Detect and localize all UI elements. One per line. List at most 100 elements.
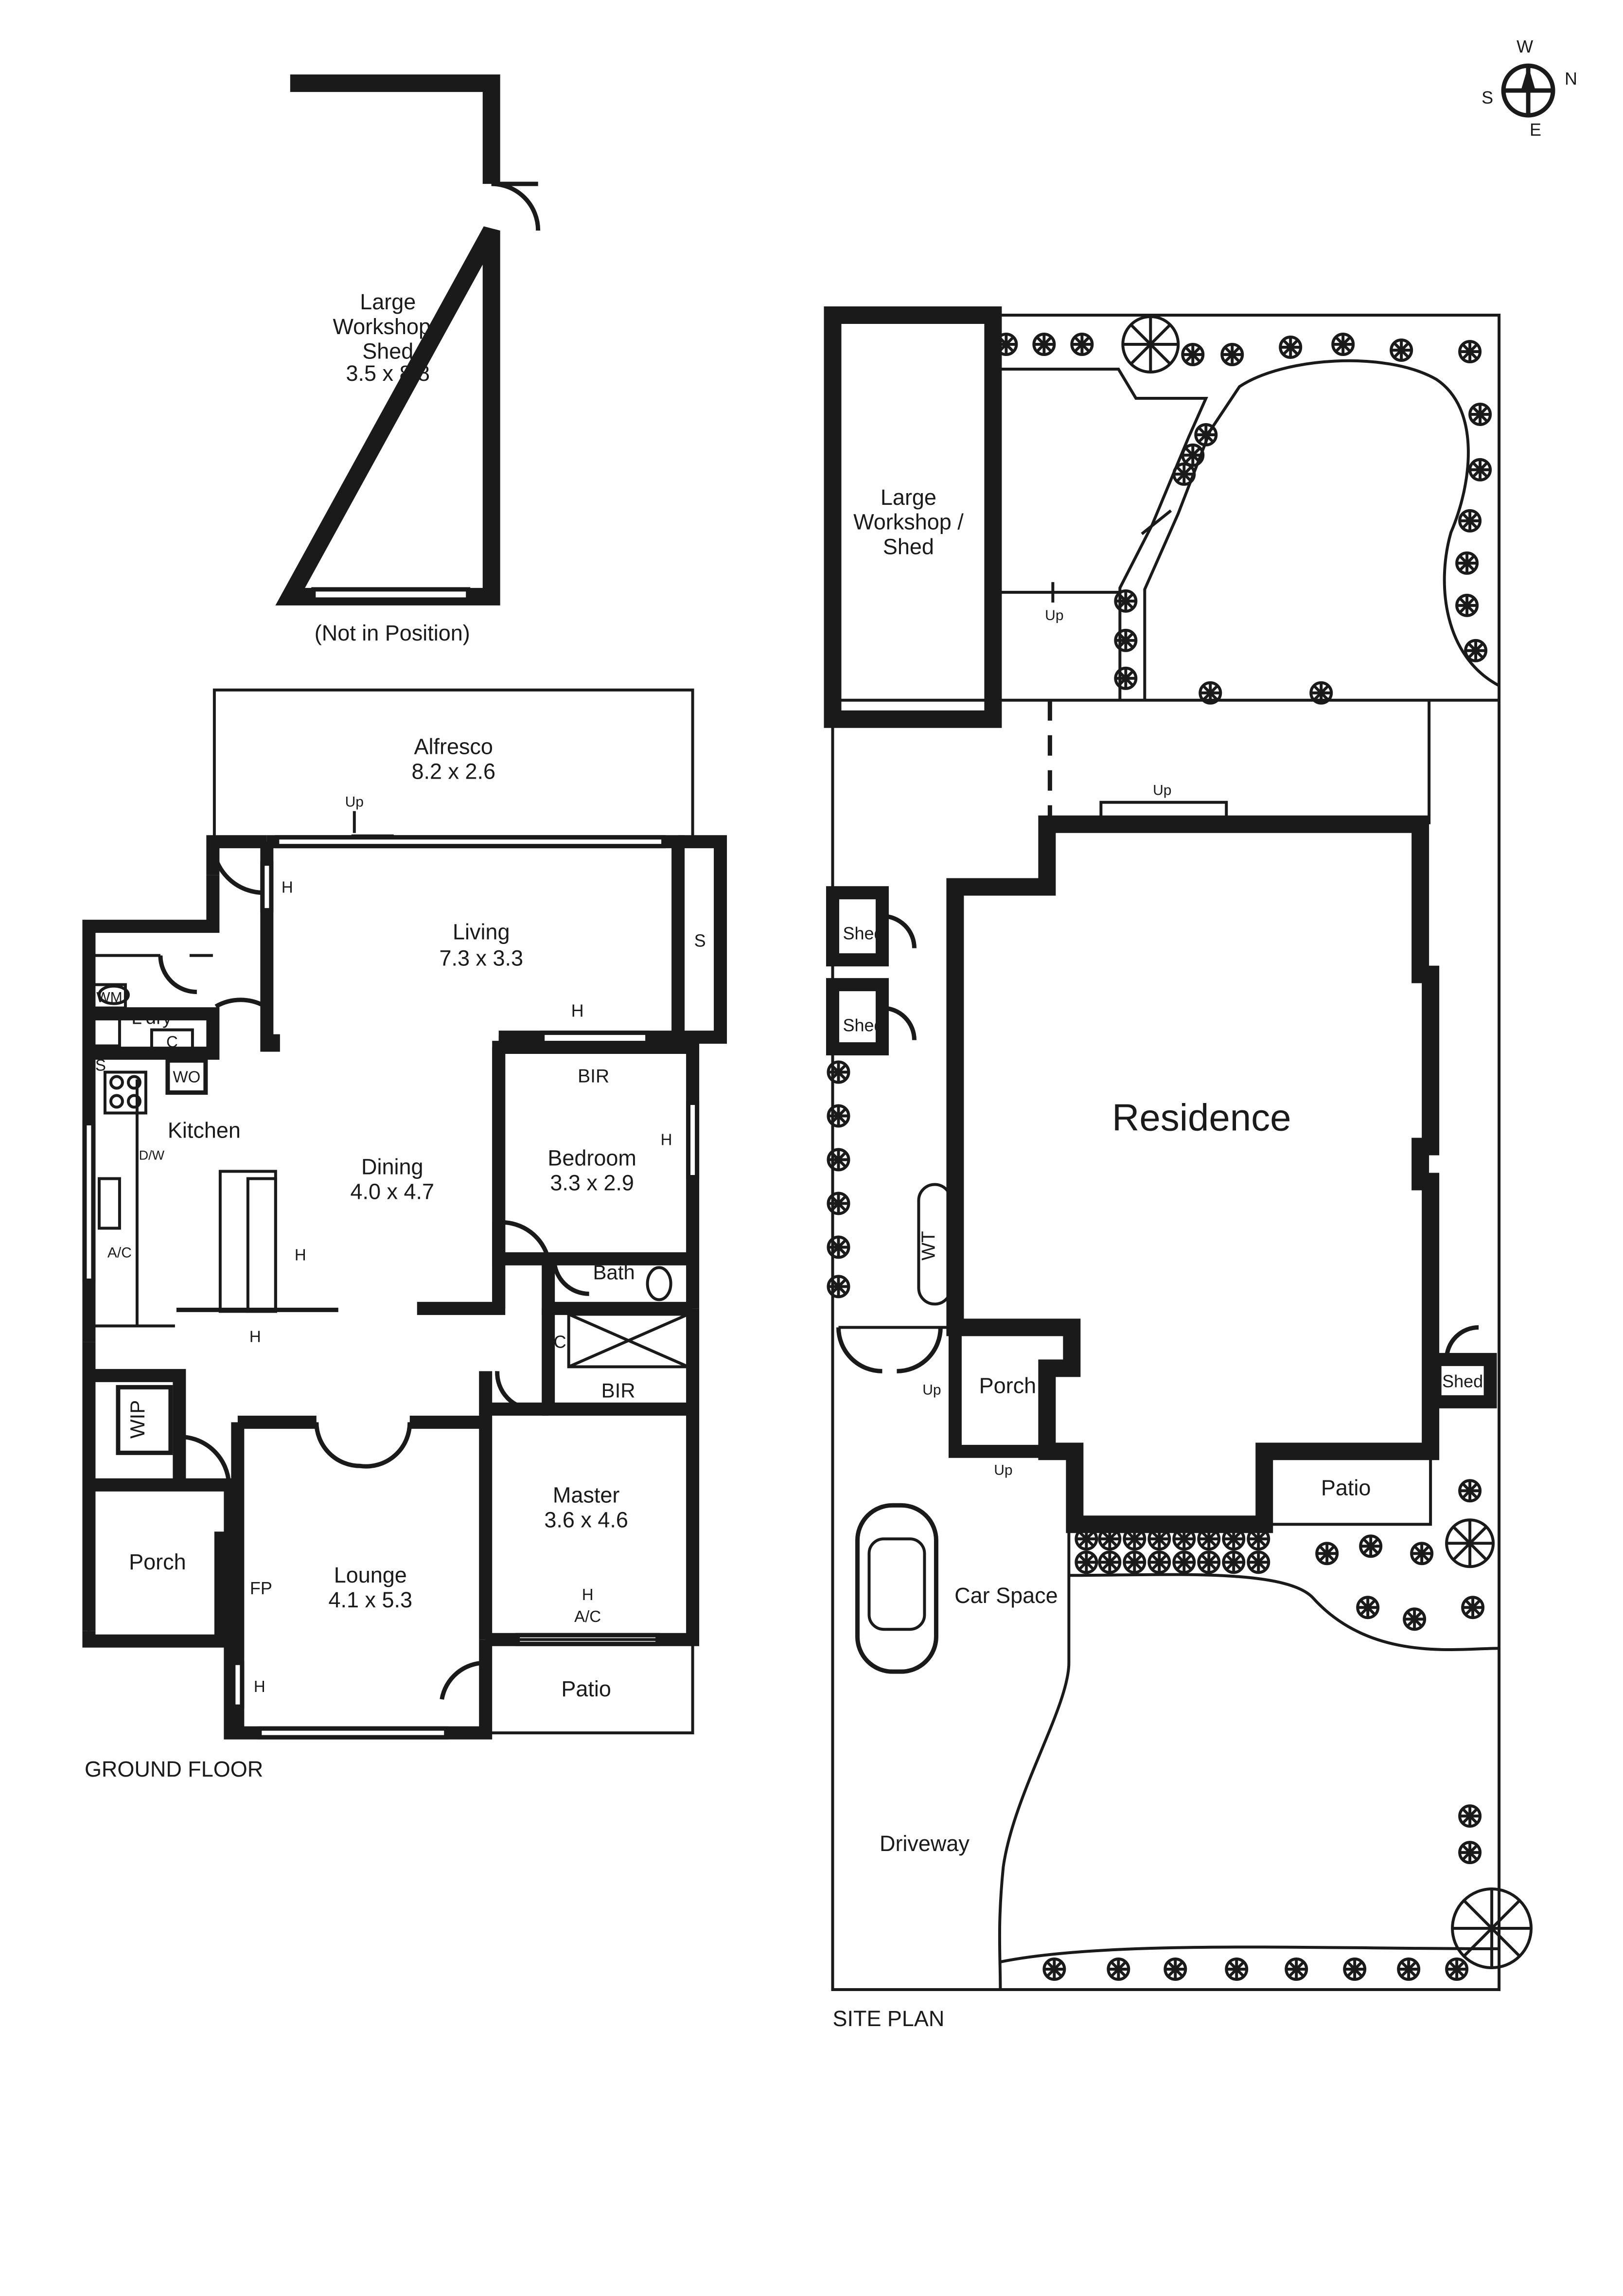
property-boundary: [831, 314, 1501, 1991]
shrub-icon: [1458, 1479, 1482, 1503]
compass-n: N: [1565, 69, 1577, 89]
shrub-icon: [827, 1104, 850, 1128]
bath-label: Bath: [593, 1261, 635, 1283]
shed-west-2: [826, 978, 889, 1056]
ground-floor-plan: Alfresco 8.2 x 2.6 Up Living 7.3 x 3.3 S…: [82, 688, 727, 1781]
shrub-icon: [1164, 1958, 1187, 1981]
shrub-icon: [1343, 1958, 1367, 1981]
shrub-icon: [1199, 681, 1222, 705]
dining-east-wall: [417, 1047, 506, 1315]
shed-east-label: Shed: [1442, 1371, 1483, 1391]
shrub-icon: [827, 1235, 850, 1259]
shrub-icon: [1455, 593, 1479, 617]
bir-master-wall: [542, 1308, 693, 1416]
laundry-c-label: C: [166, 1033, 178, 1051]
shed-east: [1428, 1353, 1497, 1408]
fp-label: FP: [250, 1578, 272, 1598]
tree-icon: [1445, 1518, 1495, 1568]
bath-c-label: C: [554, 1332, 566, 1352]
laundry-outer-wall: [82, 875, 220, 1342]
site-patio-label: Patio: [1321, 1475, 1371, 1500]
master-label: Master: [553, 1482, 619, 1507]
shrub-icon: [1197, 1550, 1221, 1574]
bedroom-wall-h: H: [661, 1131, 672, 1149]
dining-dims: 4.0 x 4.7: [351, 1179, 434, 1204]
water-tank-label: WT: [918, 1231, 939, 1261]
shrub-icon: [1390, 338, 1413, 362]
shrub-icon: [1197, 1527, 1221, 1551]
kitchen-h-label: H: [249, 1327, 261, 1345]
compass-w: W: [1517, 36, 1533, 56]
shrub-icon: [1458, 339, 1482, 363]
master-h-label: H: [582, 1585, 594, 1603]
site-patio: [1263, 1450, 1432, 1526]
patio-label: Patio: [561, 1676, 611, 1701]
shrub-icon: [1458, 1841, 1482, 1865]
residence-outline: [946, 815, 1440, 1533]
shrub-icon: [1147, 1527, 1171, 1551]
shed-detail-dims: 3.5 x 8.8: [346, 361, 430, 386]
wip-wall: [88, 1369, 186, 1485]
shrub-icon: [1114, 628, 1138, 652]
dining-label: Dining: [361, 1154, 423, 1179]
garden-bed-curve: [1143, 359, 1500, 700]
master-dims: 3.6 x 4.6: [544, 1507, 628, 1532]
kitchen-sink: [97, 1177, 121, 1230]
shrub-icon: [1458, 509, 1482, 533]
bedroom-heater: [540, 1031, 650, 1046]
shrub-icon: [1220, 342, 1244, 366]
porch-south-wall: [82, 1631, 230, 1648]
residence-label: Residence: [1112, 1096, 1291, 1139]
shrub-icon: [1458, 1804, 1482, 1828]
compass-s: S: [1482, 88, 1493, 107]
dw-label: D/W: [139, 1148, 165, 1162]
kitchen-s-label: S: [95, 1056, 106, 1074]
tree-icon: [1451, 1887, 1533, 1969]
shed-detail-note: (Not in Position): [315, 621, 470, 645]
living-window: [275, 835, 666, 849]
shrub-icon: [1070, 333, 1094, 356]
shrub-icon: [1225, 1958, 1249, 1981]
workshop-up: Up: [1045, 607, 1063, 623]
water-tank: [917, 1183, 953, 1306]
shrub-icon: [1397, 1958, 1421, 1981]
site-porch-label: Porch: [979, 1373, 1036, 1398]
shrub-icon: [1222, 1550, 1246, 1574]
patio-outline: [485, 1638, 694, 1735]
shrub-icon: [1098, 1550, 1122, 1574]
shrub-icon: [1461, 1596, 1485, 1620]
shrub-icon: [1279, 336, 1303, 359]
shed-west-1: [826, 886, 889, 967]
shed-door: [491, 181, 541, 231]
shrub-icon: [1285, 1958, 1308, 1981]
shrub-icon: [1222, 1527, 1246, 1551]
compass-e: E: [1530, 120, 1541, 140]
site-porch-up-1: Up: [922, 1382, 941, 1398]
laundry-label: L'dry: [131, 1008, 172, 1029]
living-s-label: S: [597, 1039, 605, 1053]
lounge-h-label: H: [254, 1677, 265, 1695]
alfresco-outline: [212, 688, 694, 842]
shrub-icon: [1194, 423, 1218, 446]
shrub-icon: [1042, 1958, 1066, 1981]
shrub-icon: [1172, 462, 1196, 486]
bedroom-bir-label: BIR: [578, 1066, 609, 1087]
shed-roller-door: [311, 587, 471, 602]
lounge-dims: 4.1 x 5.3: [329, 1587, 413, 1612]
shrub-icon: [1464, 639, 1488, 662]
bedroom-dims: 3.3 x 2.9: [550, 1170, 634, 1195]
site-porch-walls: [948, 1327, 1047, 1458]
living-label: Living: [453, 920, 510, 944]
master-bir-label: BIR: [601, 1379, 635, 1402]
shrub-icon: [1468, 402, 1492, 426]
cooktop: [103, 1070, 147, 1115]
shrub-icon: [1468, 458, 1492, 481]
residence-up: Up: [1153, 783, 1171, 799]
wip-shelf: [116, 1385, 173, 1455]
shed-west-1-label: Shed: [843, 924, 883, 943]
master-ac-label: A/C: [574, 1607, 601, 1625]
shrub-icon: [1315, 1542, 1339, 1566]
driveway-label: Driveway: [880, 1831, 970, 1856]
wo-label: WO: [173, 1068, 200, 1086]
